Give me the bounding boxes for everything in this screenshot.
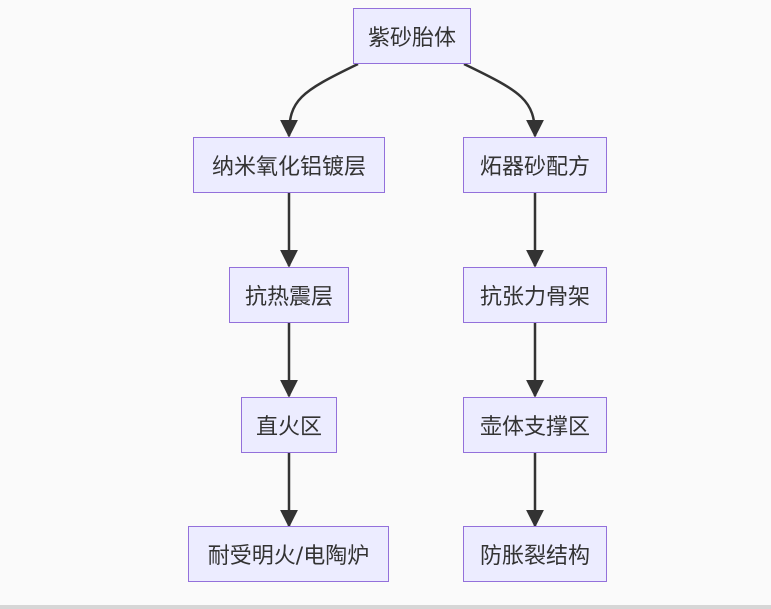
- node-root-label: 紫砂胎体: [367, 26, 456, 51]
- node-left-4-label: 耐受明火/电陶炉: [207, 544, 370, 569]
- edge-root-right-1: [463, 62, 544, 138]
- node-right-3-label: 壶体支撑区: [479, 415, 590, 440]
- node-left-2: 抗热震层: [229, 267, 349, 323]
- node-right-4-label: 防胀裂结构: [479, 544, 590, 569]
- edge-root-left-1: [280, 62, 359, 138]
- node-left-3-label: 直火区: [255, 415, 322, 440]
- node-left-1: 纳米氧化铝镀层: [193, 137, 385, 193]
- node-right-1-label: 炻器砂配方: [479, 155, 590, 180]
- node-right-4: 防胀裂结构: [463, 526, 607, 582]
- node-left-3: 直火区: [241, 397, 337, 453]
- node-left-1-label: 纳米氧化铝镀层: [211, 155, 366, 180]
- bottom-divider: [0, 605, 771, 609]
- node-left-2-label: 抗热震层: [244, 285, 333, 310]
- node-right-1: 炻器砂配方: [463, 137, 607, 193]
- node-right-2-label: 抗张力骨架: [479, 285, 590, 310]
- node-left-4: 耐受明火/电陶炉: [188, 526, 389, 582]
- node-root: 紫砂胎体: [353, 8, 471, 64]
- node-right-3: 壶体支撑区: [463, 397, 607, 453]
- node-right-2: 抗张力骨架: [463, 267, 607, 323]
